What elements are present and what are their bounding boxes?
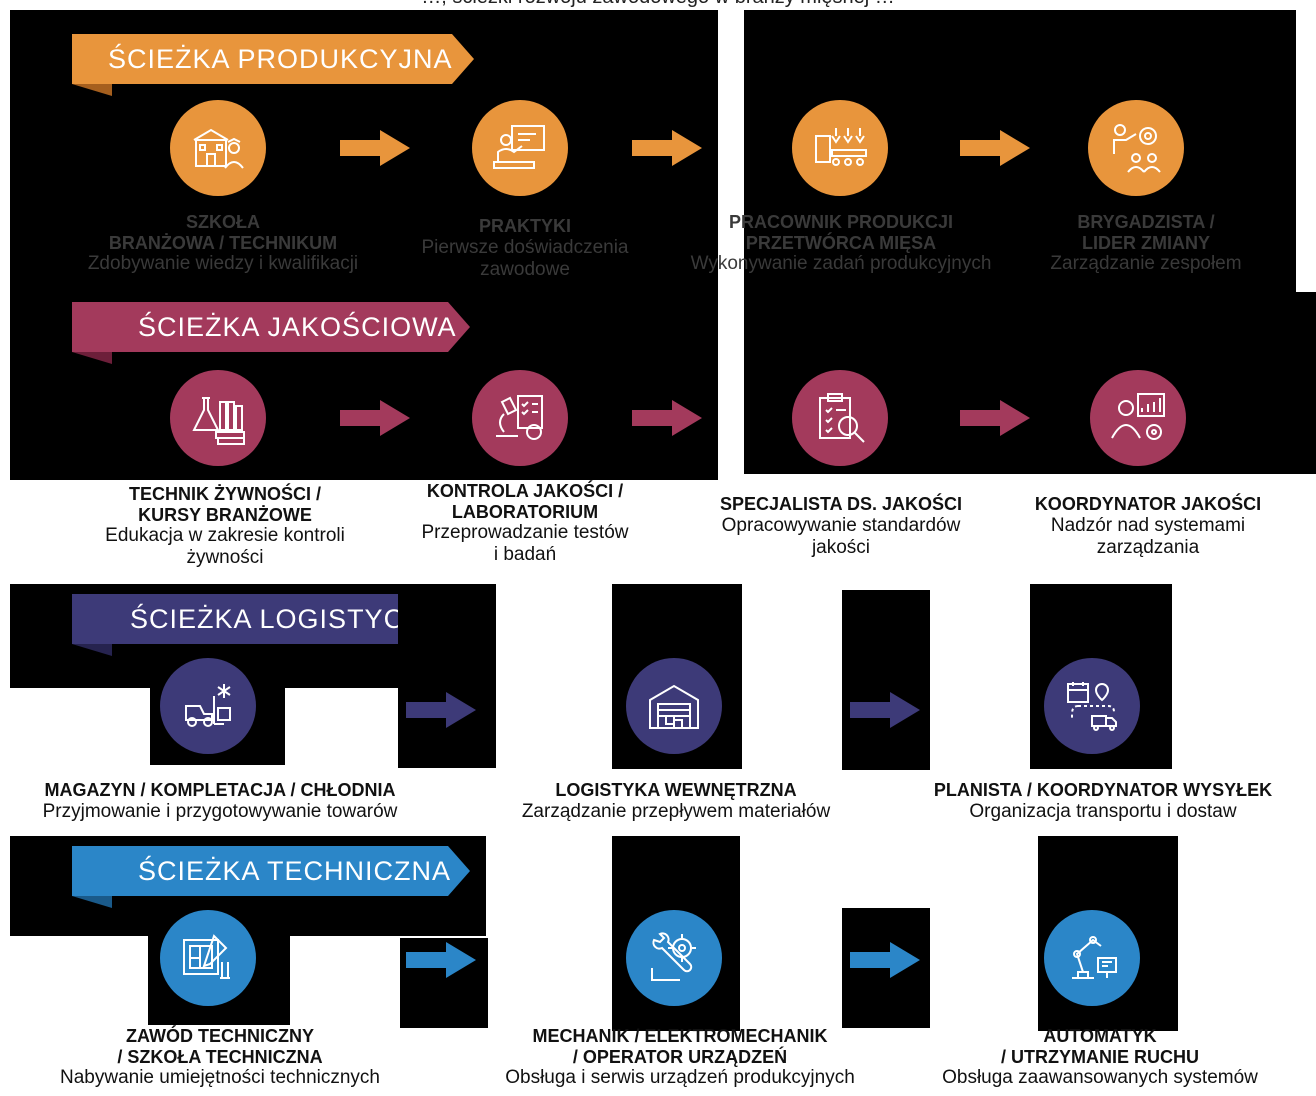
step-label: KONTROLA JAKOŚCI / LABORATORIUM Przeprow… [380, 481, 670, 566]
arrow-right-icon [406, 942, 476, 978]
step-label: SZKOŁA BRANŻOWA / TECHNIKUM Zdobywanie w… [58, 212, 388, 275]
microscope-checklist-icon [472, 370, 568, 466]
banner-quality-title: ŚCIEŻKA JAKOŚCIOWA [72, 302, 470, 352]
step-title: KURSY BRANŻOWE [138, 504, 312, 525]
step-description: Przyjmowanie i przygotowywanie towarów [42, 800, 398, 822]
wrench-gear-icon [626, 910, 722, 1006]
step-description: żywności [186, 547, 264, 569]
step-title: ZAWÓD TECHNICZNY [126, 1026, 314, 1046]
delivery-route-icon [1044, 658, 1140, 754]
step-title: PRZETWÓRCA MIĘSA [745, 232, 937, 253]
step-description: Zarządzanie przepływem materiałów [521, 800, 831, 822]
blueprint-tools-icon [160, 910, 256, 1006]
step-description: jakości [811, 536, 871, 558]
step-description: Obsługa zaawansowanych systemów [942, 1067, 1258, 1089]
black-panel-left [10, 10, 718, 480]
step-title: KONTROLA JAKOŚCI / [426, 481, 624, 501]
step-label: MECHANIK / ELEKTROMECHANIK / OPERATOR UR… [470, 1026, 890, 1089]
banner-production: ŚCIEŻKA PRODUKCYJNA [72, 34, 474, 96]
banner-quality: ŚCIEŻKA JAKOŚCIOWA [72, 302, 470, 364]
arrow-right-icon [850, 942, 920, 978]
arrow-right-icon [850, 692, 920, 728]
step-title: BRANŻOWA / TECHNIKUM [108, 232, 338, 253]
teacher-board-icon [472, 100, 568, 196]
step-label: BRYGADZISTA / LIDER ZMIANY Zarządzanie z… [1016, 212, 1276, 275]
step-description: Wykonywanie zadań produkcyjnych [690, 253, 992, 275]
step-description: zarządzania [1096, 536, 1200, 558]
step-description: Nadzór nad systemami [1050, 514, 1246, 536]
arrow-right-icon [340, 400, 410, 436]
arrow-right-icon [632, 400, 702, 436]
step-label: PLANISTA / KOORDYNATOR WYSYŁEK Organizac… [908, 780, 1298, 823]
step-title: / SZKOŁA TECHNICZNA [117, 1046, 323, 1067]
step-title: KOORDYNATOR JAKOŚCI [1034, 494, 1262, 514]
step-description: zawodowe [480, 258, 570, 280]
step-description: Zdobywanie wiedzy i kwalifikacji [87, 253, 359, 275]
step-title: LOGISTYKA WEWNĘTRZNA [555, 780, 797, 800]
step-description: Obsługa i serwis urządzeń produkcyjnych [505, 1067, 855, 1089]
step-title: / OPERATOR URZĄDZEŃ [572, 1046, 788, 1067]
step-title: PLANISTA / KOORDYNATOR WYSYŁEK [933, 780, 1273, 800]
step-label: PRACOWNIK PRODUKCJI PRZETWÓRCA MIĘSA Wyk… [676, 212, 1006, 275]
step-label: PRAKTYKI Pierwsze doświadczenia zawodowe [380, 216, 670, 280]
step-title: MECHANIK / ELEKTROMECHANIK [532, 1026, 828, 1046]
step-title: / UTRZYMANIE RUCHU [1001, 1046, 1199, 1067]
step-title: SZKOŁA [186, 212, 260, 232]
banner-tail [72, 644, 112, 656]
top-cropped-text: …, ścieżki rozwoju zawodowego w branży m… [0, 0, 1316, 9]
step-label: MAGAZYN / KOMPLETACJA / CHŁODNIA Przyjmo… [0, 780, 440, 823]
arrow-right-icon [406, 692, 476, 728]
step-description: Opracowywanie standardów [721, 514, 961, 536]
black-panel-edge [1296, 292, 1316, 474]
step-title: PRAKTYKI [478, 216, 571, 236]
step-description: i badań [493, 544, 557, 566]
step-label: ZAWÓD TECHNICZNY / SZKOŁA TECHNICZNA Nab… [20, 1026, 420, 1089]
step-title: SPECJALISTA DS. JAKOŚCI [719, 494, 963, 514]
banner-technical-title: ŚCIEŻKA TECHNICZNA [72, 846, 470, 896]
production-line-icon [792, 100, 888, 196]
black-block [842, 590, 930, 770]
arrow-right-icon [340, 130, 410, 166]
robot-arm-icon [1044, 910, 1140, 1006]
step-label: TECHNIK ŻYWNOŚCI / KURSY BRANŻOWE Edukac… [80, 484, 370, 569]
banner-tail [72, 352, 112, 364]
clipboard-magnifier-icon [792, 370, 888, 466]
step-description: Pierwsze doświadczenia [421, 236, 629, 258]
team-leader-icon [1088, 100, 1184, 196]
forklift-icon [160, 658, 256, 754]
step-label: SPECJALISTA DS. JAKOŚCI Opracowywanie st… [696, 494, 986, 558]
step-label: LOGISTYKA WEWNĘTRZNA Zarządzanie przepły… [486, 780, 866, 823]
step-title: PRACOWNIK PRODUKCJI [728, 212, 953, 232]
step-description: Nabywanie umiejętności technicznych [60, 1067, 380, 1089]
step-title: MAGAZYN / KOMPLETACJA / CHŁODNIA [44, 780, 396, 800]
arrow-right-icon [960, 400, 1030, 436]
step-description: Organizacja transportu i dostaw [969, 800, 1237, 822]
banner-logistics-title: ŚCIEŻKA LOGISTYCZNA [72, 594, 398, 644]
step-title: TECHNIK ŻYWNOŚCI / [129, 484, 321, 504]
step-description: Zarządzanie zespołem [1050, 253, 1242, 275]
banner-technical: ŚCIEŻKA TECHNICZNA [72, 846, 470, 908]
step-title: AUTOMATYK [1043, 1026, 1157, 1046]
banner-production-title: ŚCIEŻKA PRODUKCYJNA [72, 34, 474, 84]
flask-books-icon [170, 370, 266, 466]
banner-tail [72, 896, 112, 908]
step-description: Przeprowadzanie testów [421, 522, 629, 544]
step-label: KOORDYNATOR JAKOŚCI Nadzór nad systemami… [1008, 494, 1288, 558]
step-title: LABORATORIUM [451, 501, 599, 522]
step-label: AUTOMATYK / UTRZYMANIE RUCHU Obsługa zaa… [910, 1026, 1290, 1089]
banner-logistics: ŚCIEŻKA LOGISTYCZNA [72, 594, 398, 656]
step-title: BRYGADZISTA / [1077, 212, 1215, 232]
step-description: Edukacja w zakresie kontroli [105, 525, 345, 547]
banner-tail [72, 84, 112, 96]
arrow-right-icon [960, 130, 1030, 166]
manager-chart-icon [1090, 370, 1186, 466]
school-icon [170, 100, 266, 196]
arrow-right-icon [632, 130, 702, 166]
warehouse-icon [626, 658, 722, 754]
step-title: LIDER ZMIANY [1082, 232, 1210, 253]
